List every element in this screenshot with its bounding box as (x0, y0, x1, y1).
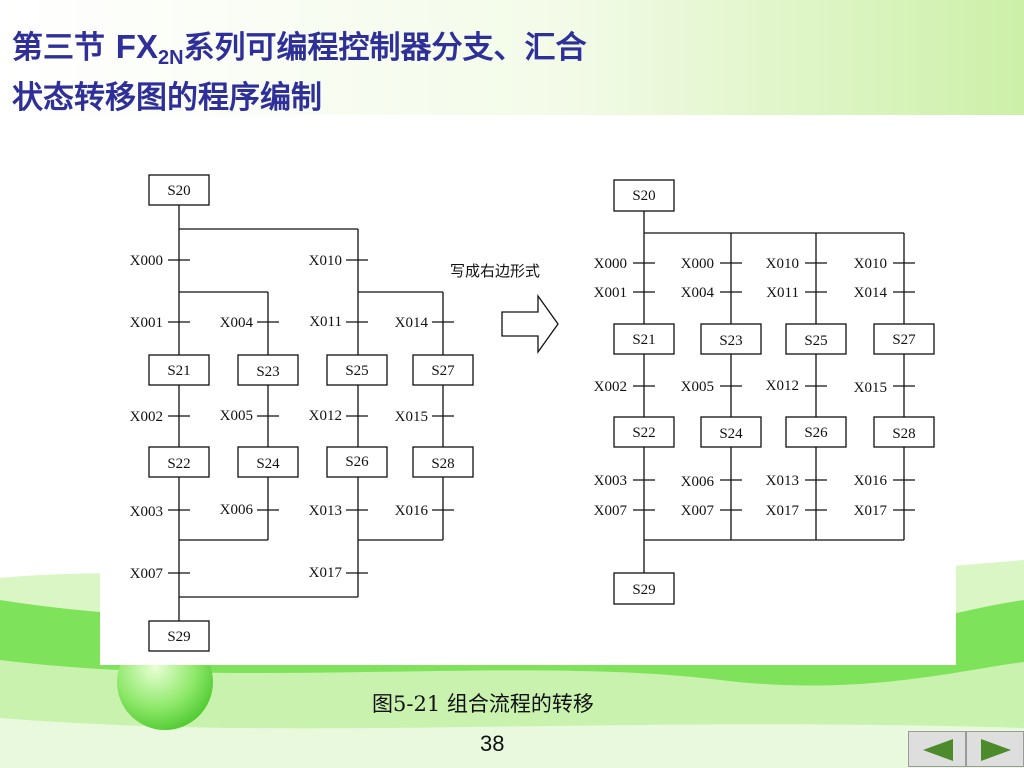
left-step-box (237, 354, 299, 386)
left-step-label: S27 (431, 363, 455, 379)
right-transition-label: X010 (854, 256, 887, 272)
left-step-label: S26 (345, 454, 369, 470)
prev-slide-button[interactable] (908, 731, 966, 767)
right-step-label: S20 (632, 188, 655, 204)
right-transition-label: X002 (594, 379, 627, 395)
slide-title-line2: 状态转移图的程序编制 (12, 80, 322, 116)
right-step-label: S21 (632, 332, 655, 348)
left-transition-label: X014 (395, 315, 429, 331)
page-number: 38 (480, 731, 505, 756)
right-transition-label: X000 (681, 256, 714, 272)
left-step-box (412, 446, 474, 478)
left-transition-label: X006 (220, 502, 254, 518)
right-transition-label: X007 (594, 503, 628, 519)
right-step-box (613, 416, 675, 448)
figure-caption: 图5-21 组合流程的转移 (372, 692, 594, 716)
right-transition-label: X015 (854, 380, 887, 396)
left-transition-label: X015 (395, 409, 428, 425)
left-step-box (237, 446, 299, 478)
left-transition-label: X004 (220, 315, 254, 331)
right-transition-label: X005 (681, 379, 714, 395)
right-step-box (785, 323, 847, 355)
left-step-box (148, 174, 210, 206)
left-step-box (148, 446, 210, 478)
right-step-box (873, 323, 935, 355)
triangle-right-icon (981, 739, 1011, 761)
left-transition-label: X000 (130, 253, 163, 269)
next-slide-button[interactable] (966, 731, 1024, 767)
left-transition-label: X001 (130, 315, 163, 331)
right-transition-label: X006 (681, 474, 715, 490)
left-transition-label: X016 (395, 503, 429, 519)
right-transition-label: X003 (594, 473, 627, 489)
left-transition-label: X007 (130, 566, 164, 582)
right-transition-label: X012 (766, 378, 799, 394)
right-transition-label: X001 (594, 285, 627, 301)
arrow-label: 写成右边形式 (450, 262, 540, 280)
right-transition-label: X016 (854, 473, 888, 489)
left-step-box (148, 620, 210, 652)
right-step-box (613, 179, 675, 212)
right-step-box (873, 416, 935, 448)
left-transition-label: X011 (309, 314, 342, 330)
right-step-label: S26 (804, 425, 828, 441)
left-transition-label: X010 (309, 253, 342, 269)
right-step-box (700, 416, 762, 448)
right-step-label: S23 (719, 333, 742, 349)
left-step-box (148, 354, 210, 386)
left-step-label: S25 (345, 363, 368, 379)
left-step-label: S20 (167, 183, 190, 199)
right-transition-label: X004 (681, 285, 715, 301)
right-step-label: S25 (804, 333, 827, 349)
right-step-box (700, 323, 762, 355)
right-step-label: S29 (632, 582, 655, 598)
left-step-label: S24 (256, 456, 280, 472)
right-transition-label: X017 (766, 503, 800, 519)
right-step-box (785, 416, 847, 448)
right-step-label: S24 (719, 426, 743, 442)
right-step-label: S27 (892, 332, 916, 348)
left-step-label: S29 (167, 629, 190, 645)
right-transition-label: X014 (854, 285, 888, 301)
left-transition-label: X005 (220, 408, 253, 424)
right-transition-label: X017 (854, 503, 888, 519)
left-step-box (326, 354, 388, 386)
left-step-box (412, 354, 474, 386)
top-band (0, 0, 1024, 115)
triangle-left-icon (923, 739, 953, 761)
left-step-label: S28 (431, 456, 454, 472)
left-step-label: S23 (256, 364, 279, 380)
left-transition-label: X013 (309, 503, 342, 519)
hollow-right-arrow-icon (501, 293, 559, 355)
left-transition-label: X017 (309, 565, 343, 581)
wave-bottom (0, 718, 1024, 768)
right-transition-label: X013 (766, 473, 799, 489)
right-transition-label: X011 (766, 285, 799, 301)
left-step-label: S22 (167, 456, 190, 472)
right-transition-label: X007 (681, 503, 715, 519)
right-step-box (613, 572, 675, 605)
right-transition-label: X000 (594, 256, 627, 272)
right-step-box (613, 323, 675, 355)
diagram-panel (100, 155, 956, 665)
left-transition-label: X012 (309, 408, 342, 424)
left-transition-label: X003 (130, 504, 163, 520)
left-transition-label: X002 (130, 409, 163, 425)
left-step-label: S21 (167, 363, 190, 379)
right-step-label: S22 (632, 425, 655, 441)
slide-title-line1: 第三节 FX2N系列可编程控制器分支、汇合 (12, 28, 587, 69)
left-step-box (326, 446, 388, 478)
right-step-label: S28 (892, 426, 915, 442)
right-transition-label: X010 (766, 256, 799, 272)
